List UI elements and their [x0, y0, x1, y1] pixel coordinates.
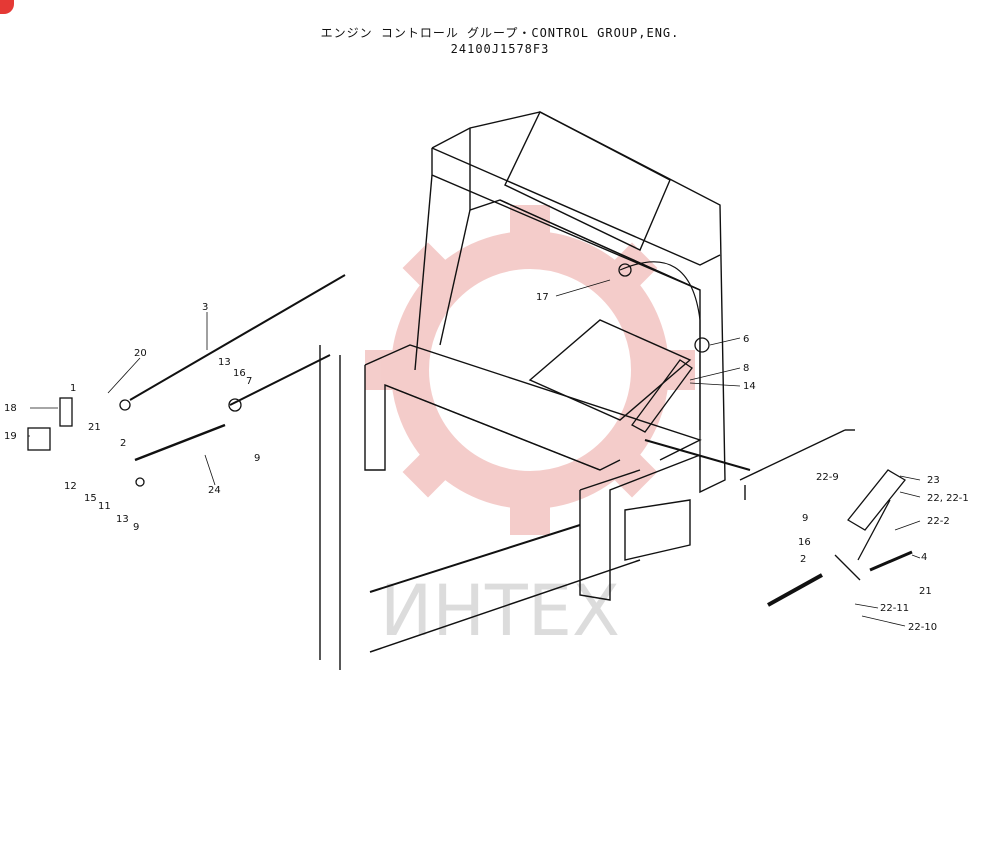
- callout-13b: 13: [116, 514, 129, 525]
- callout-23: 23: [927, 475, 940, 486]
- pedal-assembly: [27, 263, 913, 581]
- callout-16b: 16: [798, 537, 811, 548]
- callout-22-2: 22-2: [927, 516, 950, 527]
- callout-12: 12: [64, 481, 77, 492]
- callout-18: 18: [4, 403, 17, 414]
- pedal-23: [847, 469, 906, 531]
- corner-badge: [0, 0, 14, 14]
- watermark-text: ИНТЕХ: [380, 570, 620, 652]
- callout-labels: 3 20 1 18 19 21 2 13 16 7 9 12 15 11 13 …: [4, 292, 969, 633]
- callout-24: 24: [208, 485, 221, 496]
- callout-16: 16: [233, 368, 246, 379]
- diagram-title: エンジン コントロール グループ・CONTROL GROUP,ENG.: [320, 26, 680, 40]
- callout-20: 20: [134, 348, 147, 359]
- callout-14: 14: [743, 381, 756, 392]
- bracket-19: [27, 427, 51, 451]
- callout-9c: 9: [802, 513, 808, 524]
- callout-22-11: 22-11: [880, 603, 909, 614]
- callout-7: 7: [246, 376, 252, 387]
- callout-11: 11: [98, 501, 111, 512]
- leader-lines: [28, 279, 921, 627]
- callout-13: 13: [218, 357, 231, 368]
- callout-6: 6: [743, 334, 749, 345]
- callout-22-10: 22-10: [908, 622, 937, 633]
- spring-18: [59, 397, 73, 427]
- callout-9b: 9: [133, 522, 139, 533]
- callout-22-22-1: 22, 22-1: [927, 493, 969, 504]
- grommet-6: [694, 337, 710, 353]
- watermark: ИНТЕХ: [365, 205, 695, 652]
- callout-17: 17: [536, 292, 549, 303]
- callout-4: 4: [921, 552, 927, 563]
- control-rods: [129, 261, 823, 653]
- callout-9: 9: [254, 453, 260, 464]
- grommet-17: [618, 263, 632, 277]
- callout-21b: 21: [919, 586, 932, 597]
- callout-22-9: 22-9: [816, 472, 839, 483]
- callout-2: 2: [120, 438, 126, 449]
- callout-19: 19: [4, 431, 17, 442]
- callout-8: 8: [743, 363, 749, 374]
- callout-3: 3: [202, 302, 208, 313]
- callout-1: 1: [70, 383, 76, 394]
- diagram-part-number: 24100J1578F3: [450, 42, 550, 56]
- pedal-8: [631, 359, 693, 433]
- callout-2b: 2: [800, 554, 806, 565]
- callout-21: 21: [88, 422, 101, 433]
- watermark-gear-ring: [391, 231, 669, 509]
- callout-15: 15: [84, 493, 97, 504]
